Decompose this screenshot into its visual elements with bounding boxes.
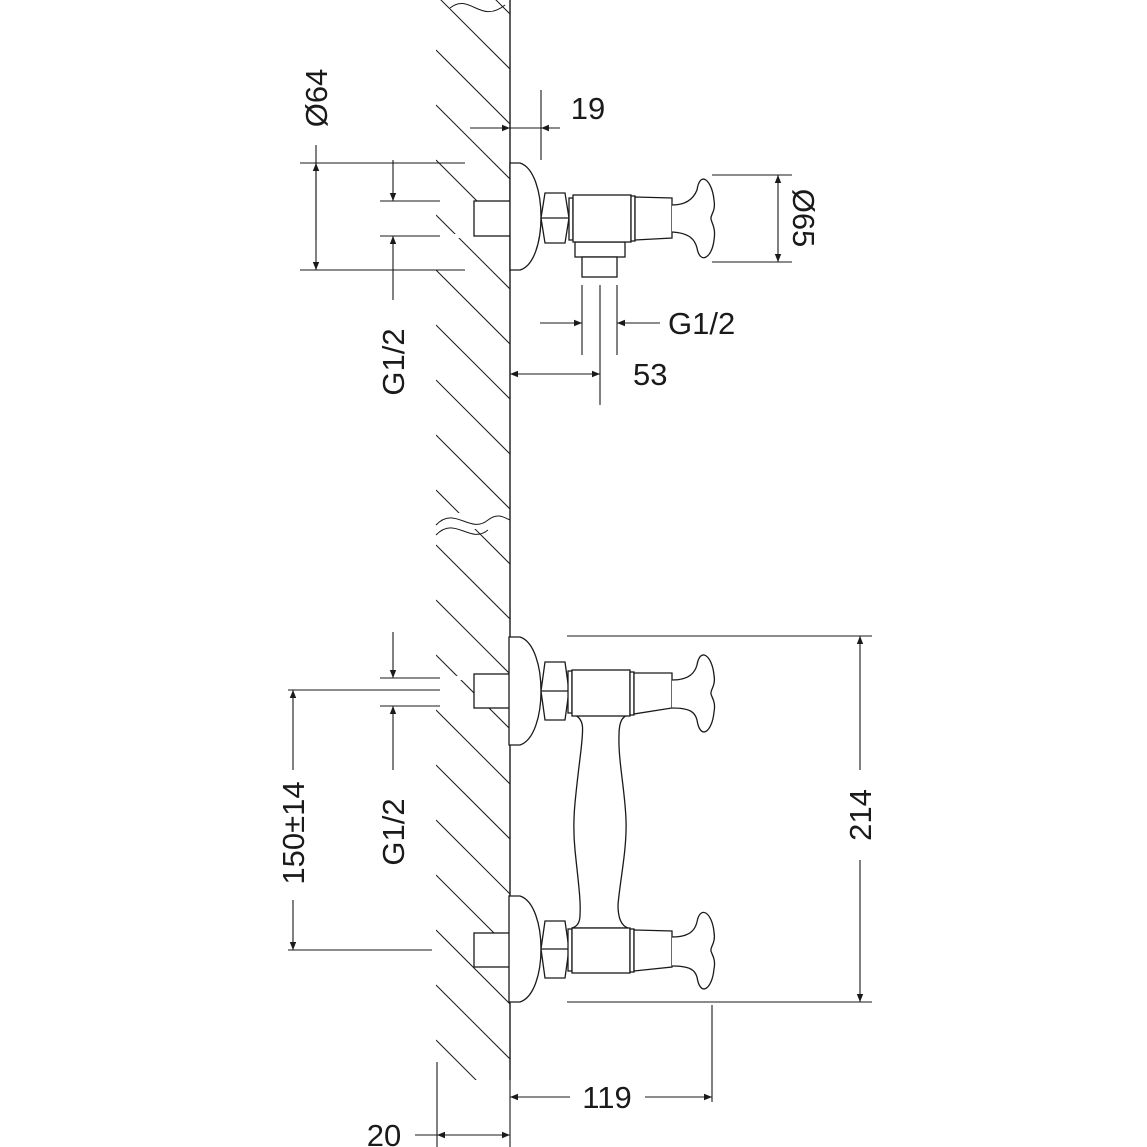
hex-nut: [540, 192, 570, 244]
label-projection: 119: [582, 1080, 631, 1115]
cross-handle: [671, 911, 716, 990]
label-outlet-thread: G1/2: [668, 306, 735, 341]
escutcheon: [508, 895, 542, 1003]
label-wall-depth: 20: [367, 1118, 401, 1147]
hatch-line: [436, 104, 510, 180]
hatch-line: [436, 324, 510, 400]
bonnet: [634, 196, 673, 241]
hatch-line: [495, 0, 510, 15]
upper-fitting: [508, 636, 716, 746]
label-inlet-thread-top: G1/2: [376, 328, 411, 395]
break-line-middle: [435, 515, 511, 526]
hex-nut: [540, 661, 570, 721]
label-outlet-offset: 53: [633, 357, 667, 392]
valve-body: [571, 669, 631, 717]
label-escutcheon-diameter: Ø64: [299, 69, 334, 128]
bonnet: [633, 929, 673, 972]
lower-fitting: [508, 895, 716, 1003]
label-handle-diameter: Ø65: [786, 189, 821, 248]
escutcheon: [509, 162, 542, 271]
hatch-line: [436, 984, 510, 1060]
hatch-line: [436, 929, 510, 1005]
mixer-front-view: [473, 636, 716, 1003]
hatch-line: [436, 434, 510, 510]
hatch-line: [436, 269, 510, 345]
cross-handle: [671, 178, 716, 259]
inlet-pipe-upper: [473, 673, 511, 709]
dimension-labels: Ø64 19 Ø65 G1/2 G1/2 53 G1/2 150±14 214 …: [276, 69, 878, 1147]
hatch-line: [436, 544, 510, 620]
valve-body: [571, 927, 631, 974]
hatch-line: [440, 0, 510, 70]
wall-section: [435, 0, 511, 1147]
hatch-line: [436, 379, 510, 455]
label-wall-gap: 19: [571, 91, 605, 126]
valve-side-view: [473, 162, 716, 278]
hatch-line: [436, 819, 510, 895]
hatch-line: [436, 599, 510, 675]
hatch-line: [436, 214, 510, 290]
hatch-line: [436, 49, 510, 125]
cross-handle: [671, 654, 716, 733]
outlet-pipe: [581, 256, 618, 278]
hatch-line: [436, 709, 510, 785]
valve-body: [572, 194, 632, 243]
mixer-body-connector: [571, 713, 631, 929]
dimension-lines: [288, 90, 872, 1147]
hatch-line: [436, 1039, 477, 1080]
wall-hatching: [436, 0, 510, 1147]
label-inlet-spacing: 150±14: [276, 781, 311, 884]
inlet-pipe-lower: [473, 932, 511, 968]
hatch-line: [436, 654, 510, 730]
bonnet: [633, 672, 673, 715]
label-total-height: 214: [843, 789, 878, 841]
inlet-pipe: [473, 200, 511, 237]
hatch-line: [436, 764, 510, 840]
label-inlet-thread-bottom: G1/2: [376, 798, 411, 865]
escutcheon: [508, 636, 542, 746]
hatch-line: [436, 1095, 510, 1147]
hex-nut: [540, 920, 570, 979]
break-line-top: [449, 2, 506, 12]
